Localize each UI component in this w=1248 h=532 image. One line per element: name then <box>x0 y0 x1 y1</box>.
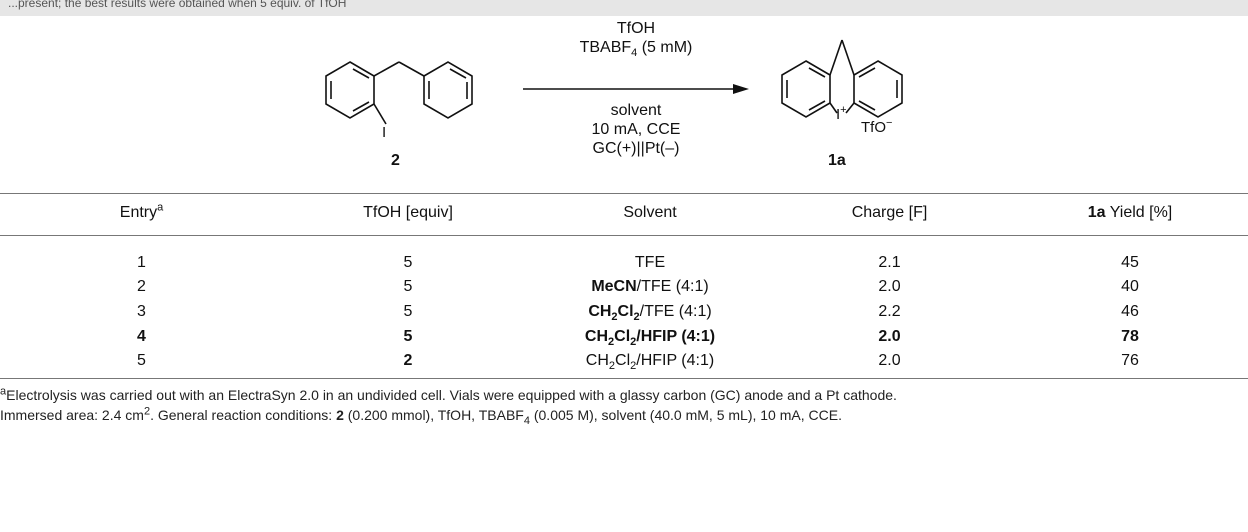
header-entry: Entrya <box>119 201 164 221</box>
cell-tfoh: 5 <box>403 303 413 320</box>
conditions-below: solvent 10 mA, CCE GC(+)||Pt(–) <box>522 101 750 158</box>
scheme-drawing <box>325 39 903 125</box>
table-header-row: Entrya TfOH [equiv] Solvent Charge [F] 1… <box>0 201 1248 222</box>
table-row: 5 2 CH2Cl2/HFIP (4:1) 2.0 76 <box>0 352 1248 373</box>
header-yield: 1a Yield [%] <box>1087 204 1173 221</box>
cell-entry: 1 <box>137 254 146 271</box>
top-bar-text: ...present; the best results were obtain… <box>8 0 347 10</box>
table-bottom-rule <box>0 378 1248 379</box>
cell-yield: 46 <box>1121 303 1139 320</box>
cell-solvent: CH2Cl2/HFIP (4:1) <box>584 328 716 349</box>
product-structure <box>781 39 903 118</box>
cell-tfoh: 5 <box>403 278 413 295</box>
cell-entry: 3 <box>137 303 146 320</box>
table-row: 2 5 MeCN/TFE (4:1) 2.0 40 <box>0 278 1248 296</box>
cell-yield: 78 <box>1121 328 1139 345</box>
cell-solvent: CH2Cl2/TFE (4:1) <box>588 303 712 324</box>
cell-charge: 2.0 <box>878 352 901 369</box>
header-solvent: Solvent <box>623 204 677 221</box>
table-row: 4 5 CH2Cl2/HFIP (4:1) 2.0 78 <box>0 328 1248 349</box>
table-header-rule <box>0 235 1248 236</box>
cell-charge: 2.0 <box>878 328 901 345</box>
product-iodonium-label: I+ <box>836 104 847 124</box>
table-top-rule <box>0 193 1248 194</box>
header-charge: Charge [F] <box>851 204 928 221</box>
top-bar: ...present; the best results were obtain… <box>0 0 1248 16</box>
reactant-structure <box>325 61 473 125</box>
product-counterion: TfO− <box>861 117 893 137</box>
table-row: 1 5 TFE 2.1 45 <box>0 254 1248 272</box>
condition-electrodes: GC(+)||Pt(–) <box>592 140 680 157</box>
reactant-label: 2 <box>391 152 400 169</box>
cell-yield: 45 <box>1121 254 1139 271</box>
cell-tfoh: 5 <box>403 328 413 345</box>
header-tfoh: TfOH [equiv] <box>363 204 453 221</box>
condition-current: 10 mA, CCE <box>591 121 681 138</box>
condition-acid: TfOH <box>616 20 656 37</box>
cell-entry: 4 <box>137 328 146 345</box>
condition-solvent: solvent <box>610 102 662 119</box>
cell-tfoh: 5 <box>403 254 413 271</box>
cell-yield: 40 <box>1121 278 1139 295</box>
cell-tfoh: 2 <box>403 352 413 369</box>
table-footnote: aElectrolysis was carried out with an El… <box>0 385 1240 427</box>
footnote-line-2: Immersed area: 2.4 cm2. General reaction… <box>0 405 842 427</box>
reaction-scheme: I 2 TfOH TBABF4 (5 mM) solvent 10 mA, CC… <box>0 16 1248 188</box>
condition-electrolyte: TBABF4 (5 mM) <box>579 39 693 60</box>
cell-charge: 2.1 <box>878 254 901 271</box>
cell-solvent: CH2Cl2/HFIP (4:1) <box>585 352 715 373</box>
cell-solvent: MeCN/TFE (4:1) <box>591 278 709 295</box>
reactant-iodine-label: I <box>382 124 387 141</box>
cell-yield: 76 <box>1121 352 1139 369</box>
cell-solvent: TFE <box>634 254 666 271</box>
footnote-line-1: aElectrolysis was carried out with an El… <box>0 385 897 403</box>
conditions-above: TfOH TBABF4 (5 mM) <box>522 19 750 60</box>
table-row: 3 5 CH2Cl2/TFE (4:1) 2.2 46 <box>0 303 1248 324</box>
product-label: 1a <box>828 152 846 169</box>
cell-charge: 2.0 <box>878 278 901 295</box>
cell-charge: 2.2 <box>878 303 901 320</box>
cell-entry: 5 <box>137 352 146 369</box>
cell-entry: 2 <box>137 278 146 295</box>
